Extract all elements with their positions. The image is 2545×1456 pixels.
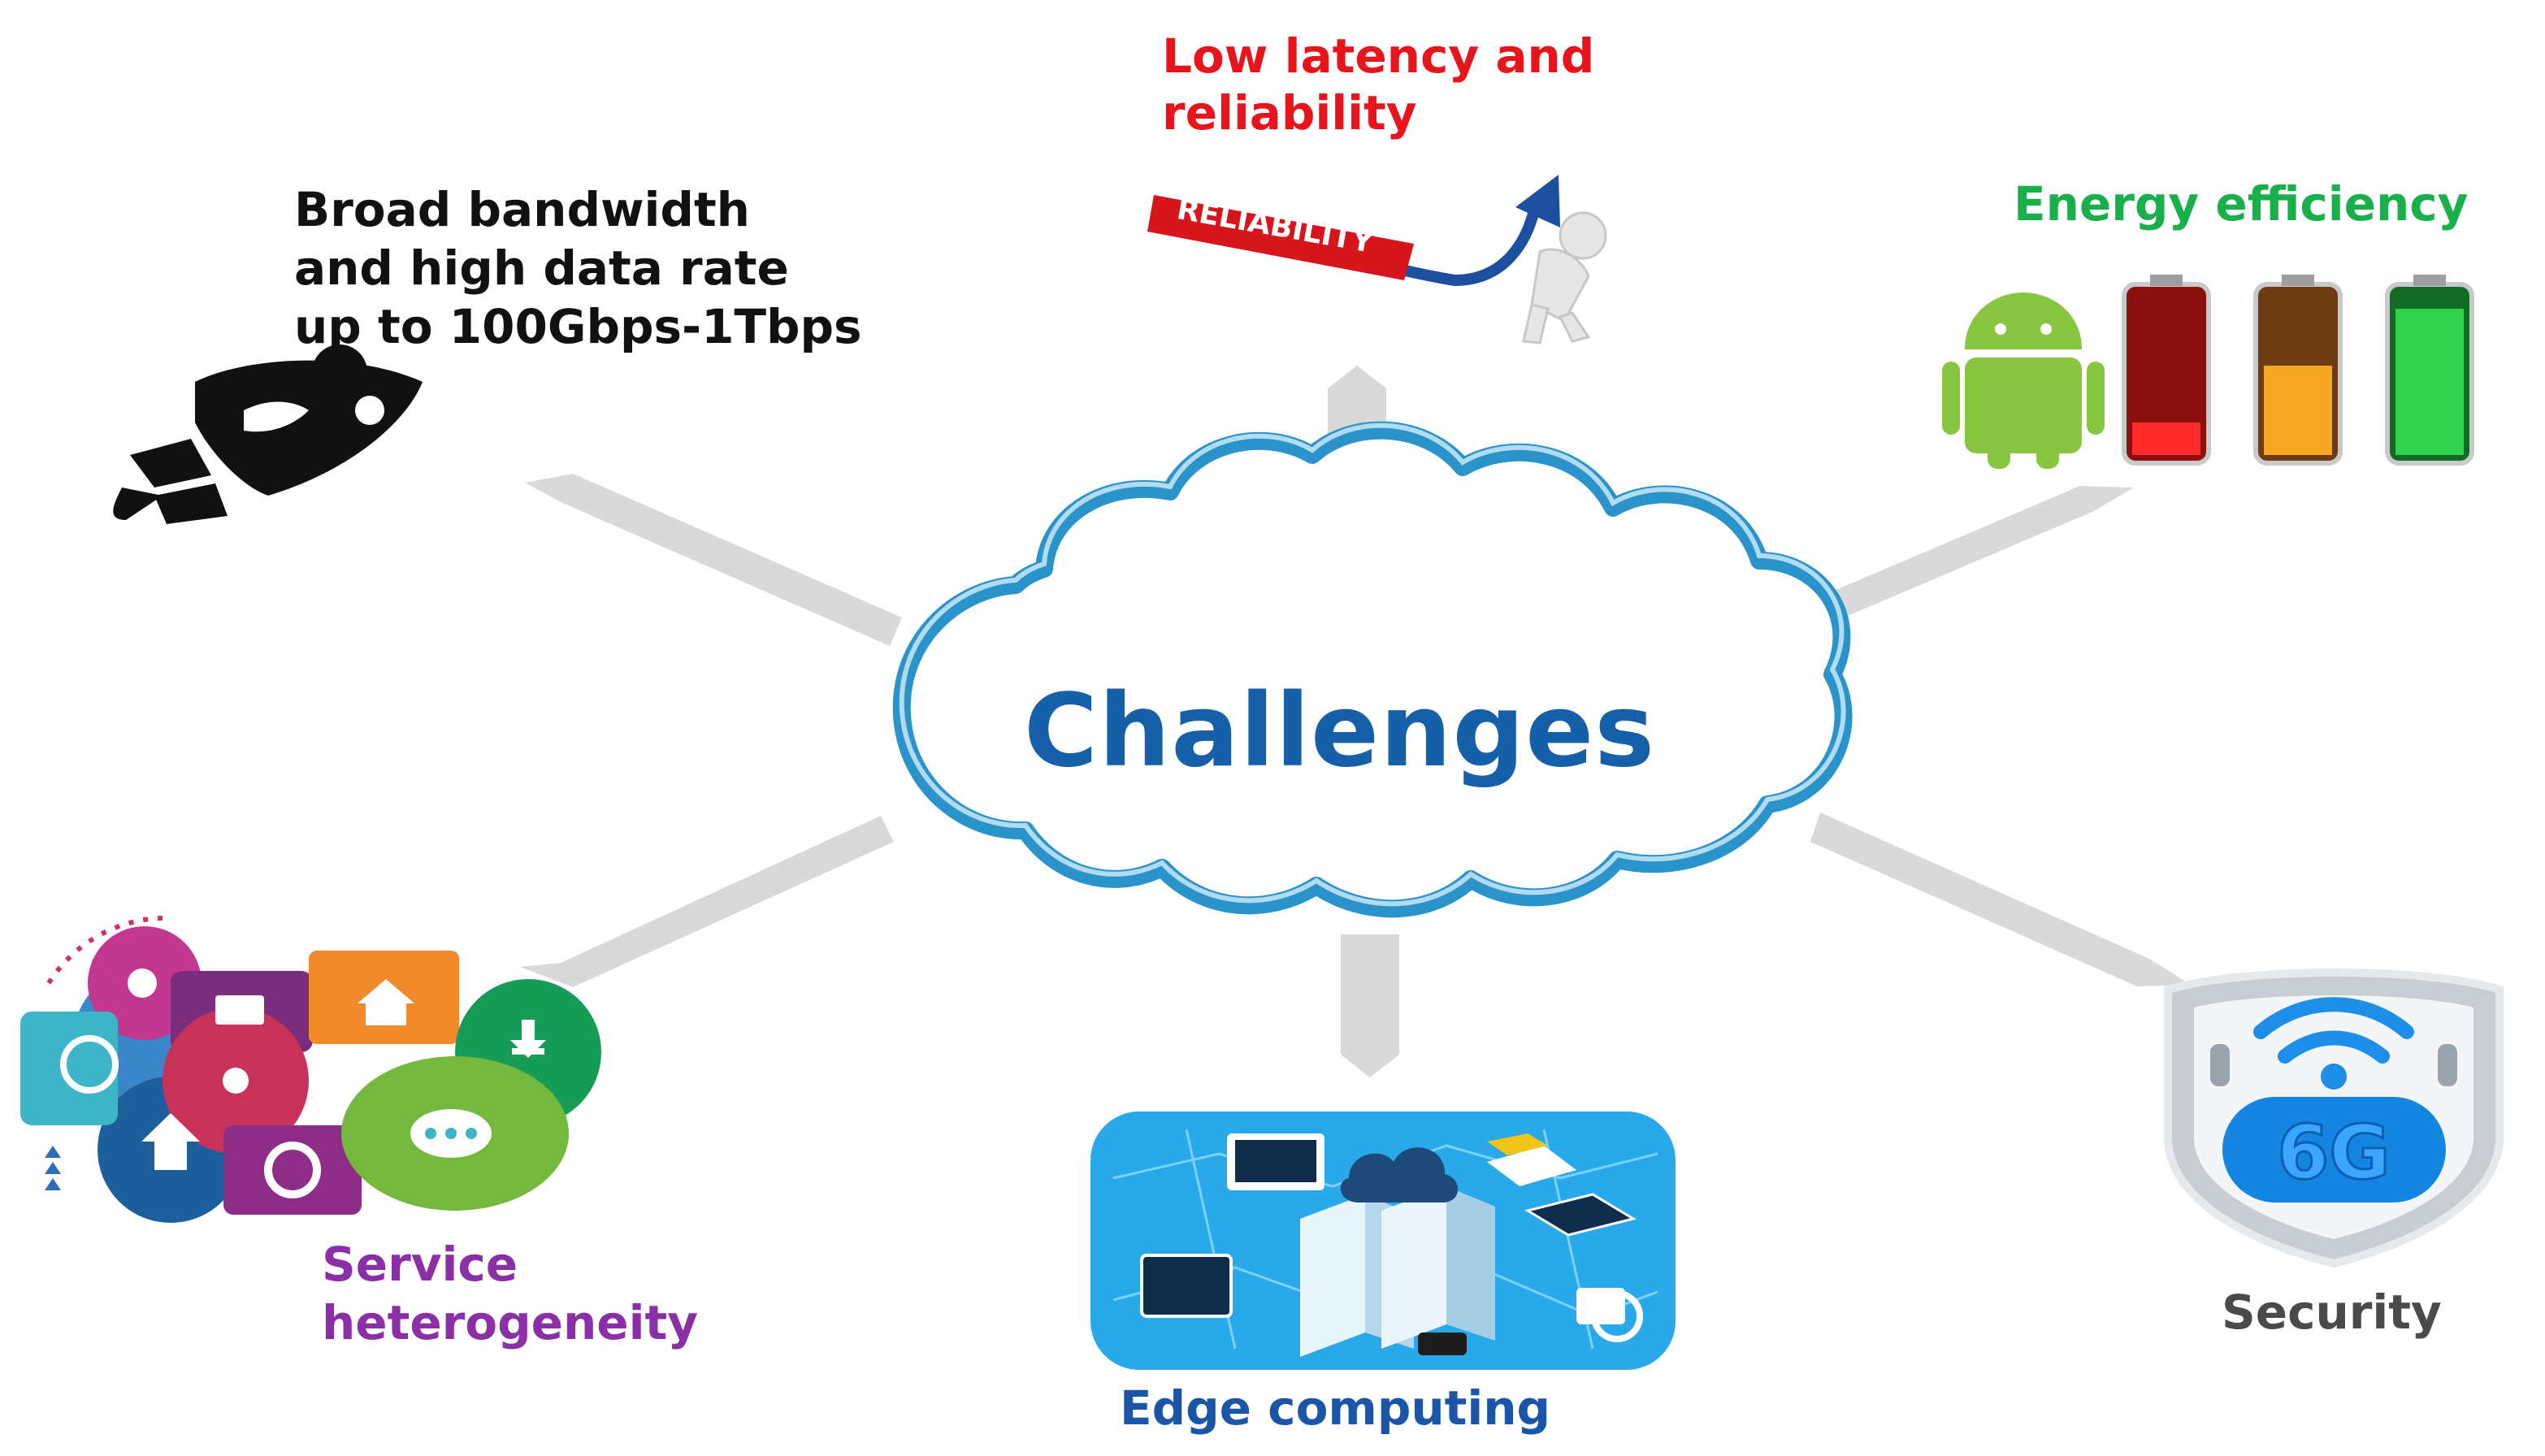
- arrow-upper-right: [1763, 486, 2134, 647]
- latency-label-line: Low latency and: [1162, 28, 1595, 84]
- battery-red: [2122, 275, 2211, 466]
- service-label: Service heterogeneity: [322, 1235, 698, 1352]
- latency-label-line: reliability: [1162, 85, 1417, 141]
- arrow-lower-left: [520, 816, 894, 987]
- center-title: Challenges: [1024, 673, 1656, 790]
- arrows: [520, 366, 2191, 1077]
- energy-label-line: Energy efficiency: [2014, 176, 2469, 232]
- service-label-line: Service: [322, 1237, 518, 1292]
- edge-label: Edge computing: [1120, 1380, 1550, 1436]
- bandwidth-label-line: Broad bandwidth: [294, 182, 750, 237]
- cloud: [892, 421, 1853, 918]
- edge-label-line: Edge computing: [1120, 1380, 1551, 1436]
- battery-green: [2385, 275, 2474, 466]
- server-rack: [1300, 1186, 1495, 1357]
- security-label-line: Security: [2222, 1285, 2442, 1340]
- bandwidth-label-line: up to 100Gbps-1Tbps: [294, 299, 862, 354]
- energy-label: Energy efficiency: [2014, 176, 2468, 232]
- latency-label: Low latency and reliability: [1162, 28, 1594, 141]
- arrow-lower-right: [1810, 812, 2191, 986]
- arrow-upper-left: [525, 474, 902, 646]
- security-label: Security: [2222, 1284, 2442, 1341]
- bandwidth-label-line: and high data rate: [294, 240, 789, 296]
- battery-orange: [2253, 275, 2343, 466]
- service-label-line: heterogeneity: [322, 1295, 699, 1350]
- shield-6g-text: 6G: [2277, 1109, 2391, 1196]
- bandwidth-label: Broad bandwidth and high data rate up to…: [294, 180, 862, 356]
- arrow-down: [1341, 934, 1399, 1077]
